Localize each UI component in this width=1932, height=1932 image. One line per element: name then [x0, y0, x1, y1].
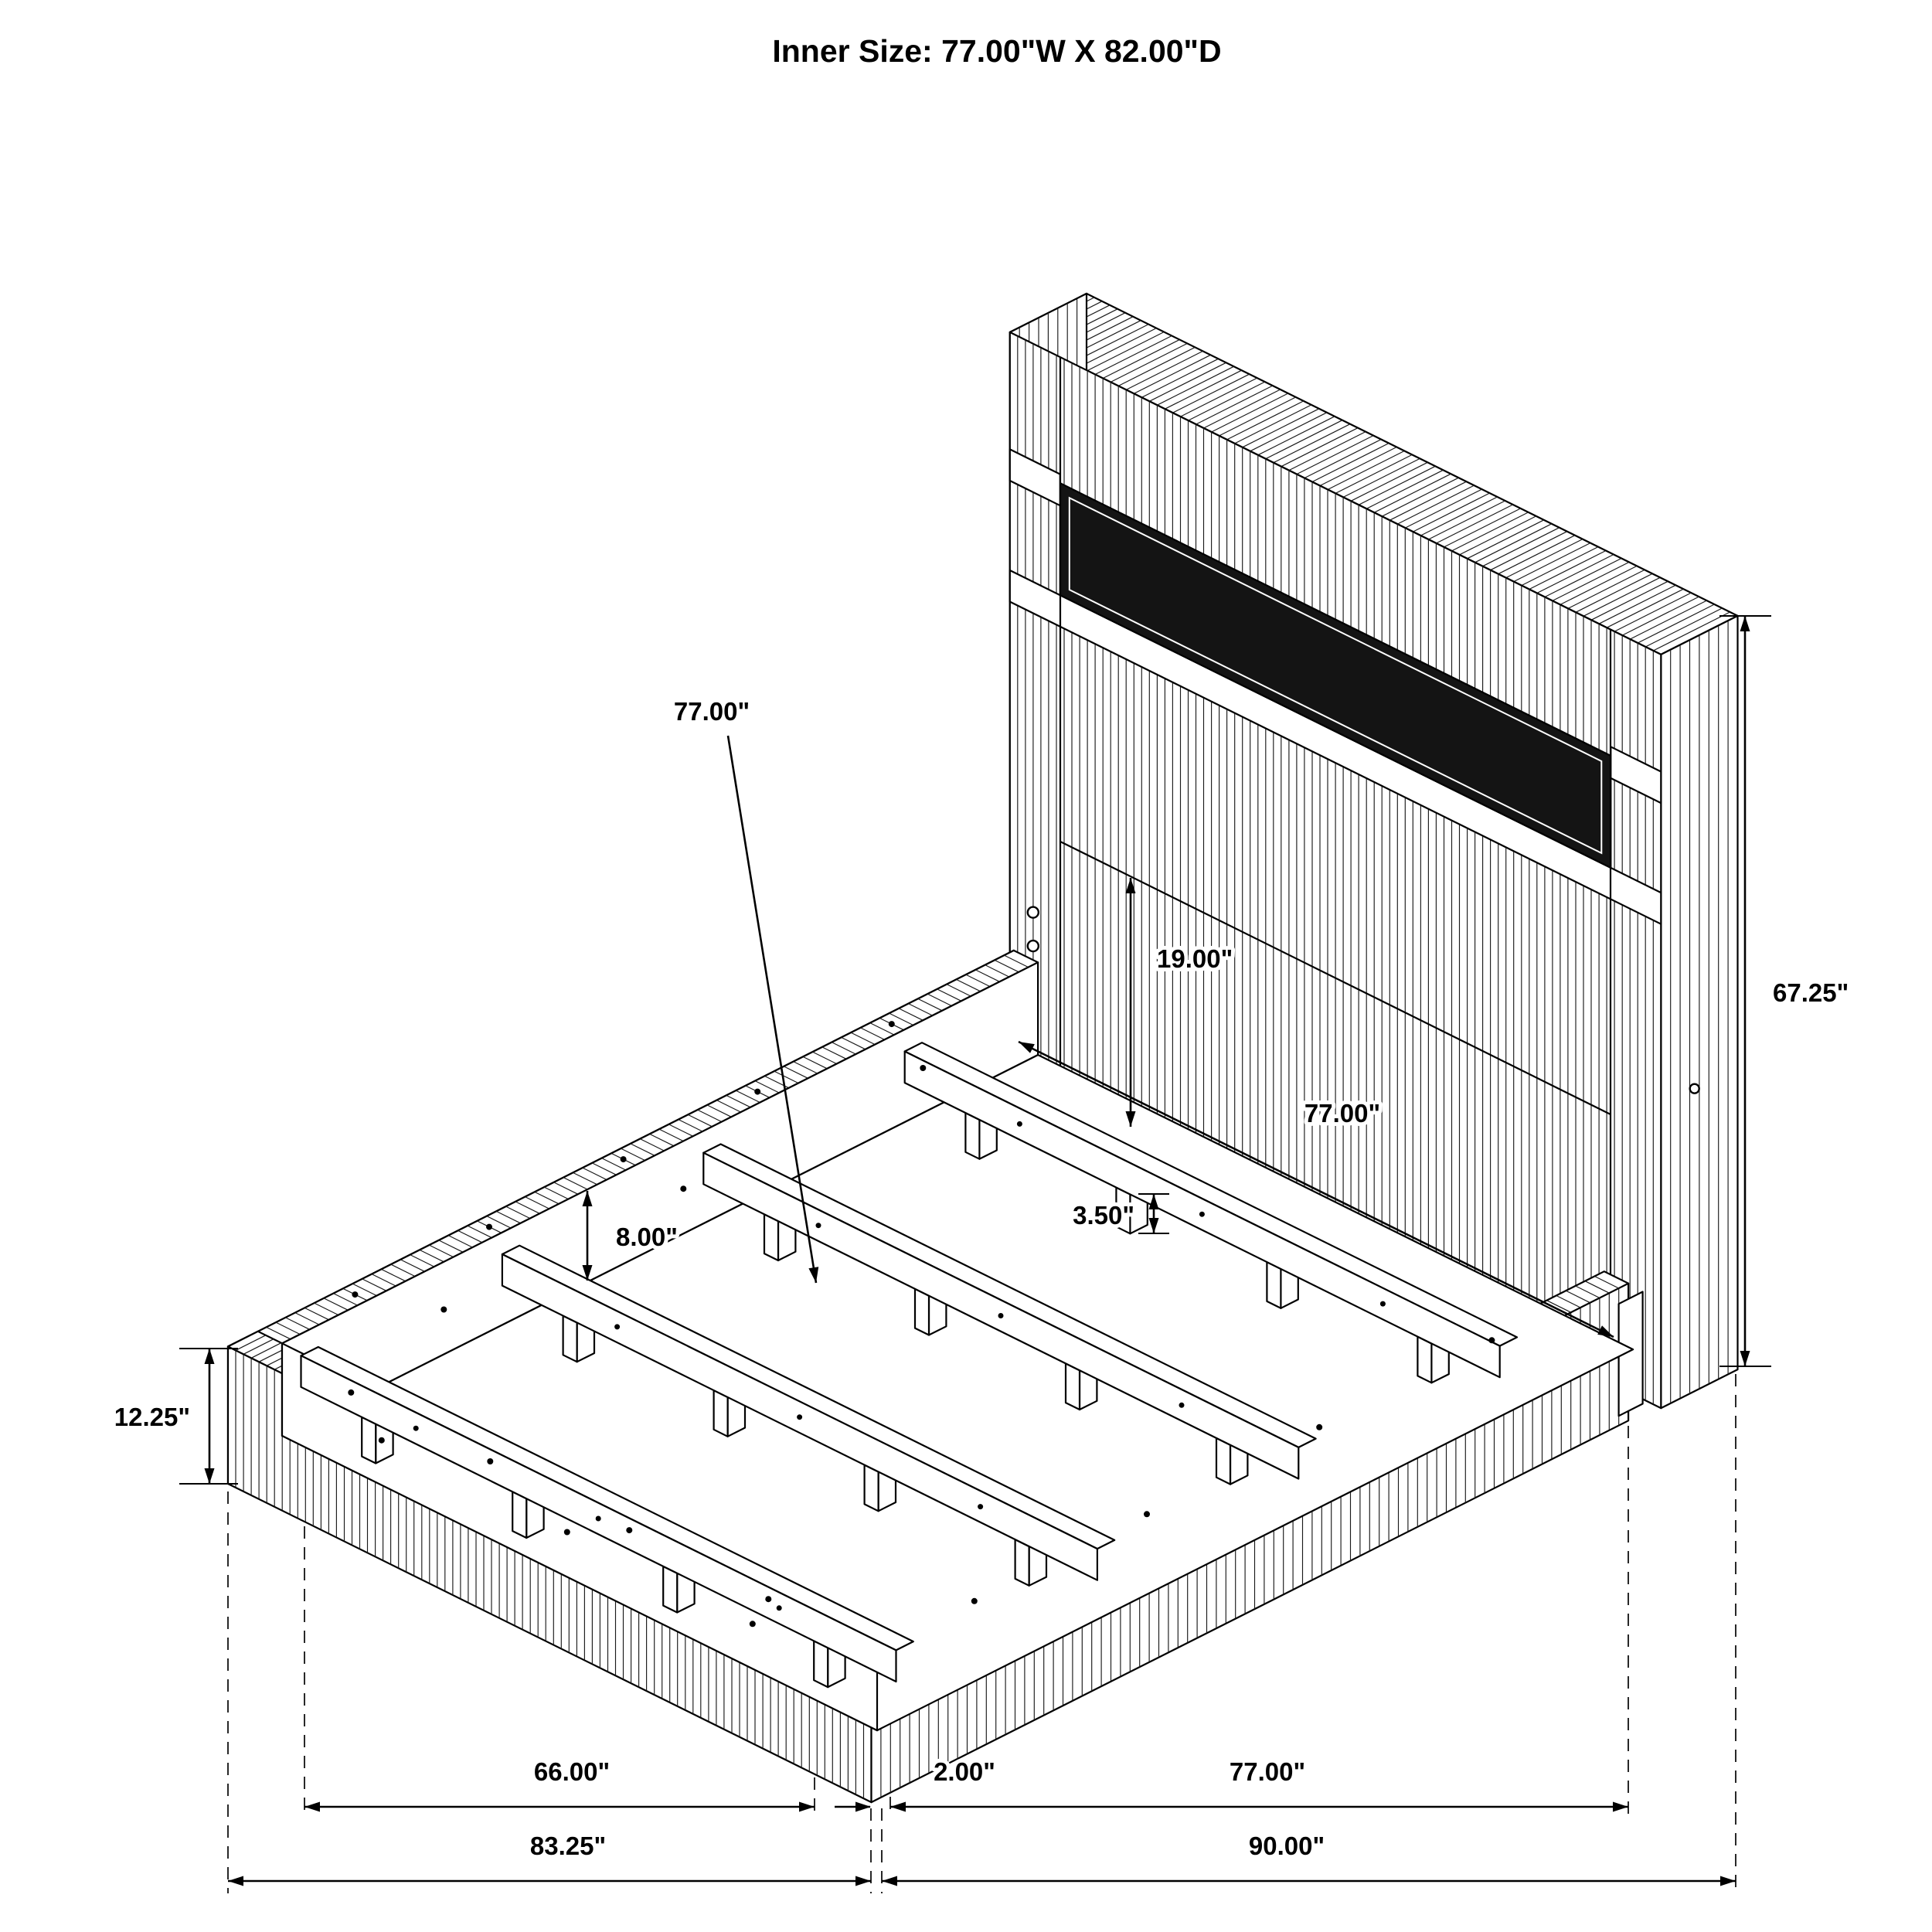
page-title: Inner Size: 77.00"W X 82.00"D: [772, 33, 1221, 69]
dim-headboard-height: 67.25": [1773, 978, 1849, 1007]
dim-side-rail-length: 77.00": [1230, 1757, 1305, 1786]
dim-platform-height: 12.25": [114, 1403, 190, 1431]
dim-overall-width: 83.25": [530, 1832, 606, 1860]
dim-front-inner-width: 66.00": [534, 1757, 610, 1786]
dim-inner-width-at-headboard: 77.00": [1304, 1099, 1380, 1128]
drawing-layer: [179, 292, 1771, 1893]
dim-slat-length: 77.00": [674, 697, 750, 726]
dim-side-rail-offset: 2.00": [934, 1757, 995, 1786]
dim-slat-foot-height: 3.50": [1073, 1201, 1134, 1230]
dim-headboard-panel-height: 19.00": [1157, 944, 1233, 973]
dim-overall-depth: 90.00": [1249, 1832, 1325, 1860]
dim-rail-to-deck-height: 8.00": [616, 1223, 678, 1251]
